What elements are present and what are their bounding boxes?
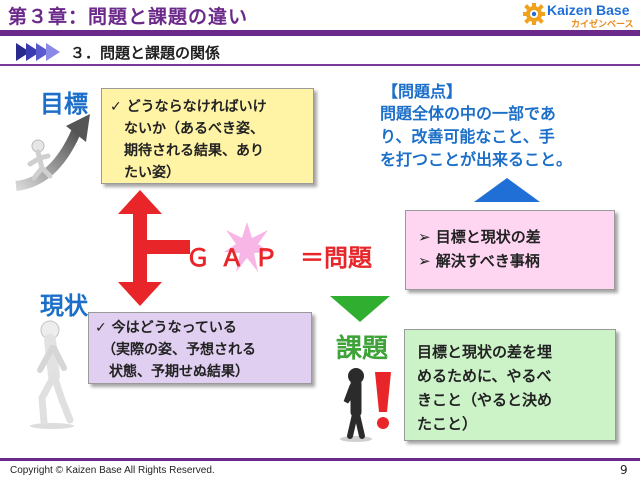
task-definition-line: きこと（やると決め	[417, 391, 553, 409]
gear-logo-icon	[523, 3, 545, 25]
goal-line: ないか（あるべき姿、	[110, 121, 264, 137]
section-arrow-icon	[16, 43, 60, 61]
stair-climber-icon	[15, 114, 90, 191]
problem-point-line: を打つことが出来ること。	[380, 150, 573, 169]
problem-point-line: 問題全体の中の一部であ	[380, 104, 556, 123]
page-title: 第３章：問題と課題の違い	[8, 6, 249, 28]
task-label: 課題	[336, 334, 389, 364]
down-triangle-icon	[330, 296, 390, 322]
goal-description-box: ✓ どうならなければいけ ないか（あるべき姿、 期待される結果、あり たい姿）	[101, 88, 314, 184]
problem-point-body: 問題全体の中の一部であ り、改善可能なこと、手 を打つことが出来ること。	[380, 102, 638, 171]
goal-line: ✓ どうならなければいけ	[110, 99, 267, 115]
goal-label: 目標	[40, 90, 88, 118]
header-bar	[0, 30, 640, 36]
current-state-label: 現状	[40, 292, 88, 320]
goal-line: 期待される結果、あり	[110, 143, 264, 159]
logo-sub-text: カイゼンベース	[571, 20, 634, 30]
task-definition-line: たこと）	[417, 415, 478, 433]
task-definition-line: めるために、やるべ	[417, 367, 552, 385]
copyright-text: Copyright © Kaizen Base All Rights Reser…	[10, 465, 215, 476]
problem-point-title: 【問題点】	[382, 82, 463, 101]
equals-problem-text: ＝問題	[300, 244, 372, 272]
walker-icon	[30, 320, 74, 429]
current-state-line: （実際の姿、予想される	[95, 342, 256, 358]
problem-point-line: り、改善可能なこと、手	[380, 127, 555, 146]
problem-definition-line: ➢ 解決すべき事柄	[418, 252, 540, 270]
exclamation-icon	[375, 372, 391, 429]
goal-line: たい姿）	[110, 165, 180, 181]
section-heading: ３．問題と課題の関係	[70, 44, 221, 62]
current-state-line: 状態、予期せぬ結果）	[95, 364, 249, 380]
task-definition-box: 目標と現状の差を埋 めるために、やるべ きこと（やると決め たこと）	[404, 329, 616, 441]
gap-text: ＧＡＰ	[186, 244, 288, 272]
problem-definition-line: ➢ 目標と現状の差	[418, 228, 541, 246]
current-state-box: ✓ 今はどうなっている （実際の姿、予想される 状態、予期せぬ結果）	[88, 312, 312, 384]
problem-definition-box: ➢ 目標と現状の差 ➢ 解決すべき事柄	[405, 210, 615, 290]
current-state-line: ✓ 今はどうなっている	[95, 320, 237, 336]
kaizen-base-logo: Kaizen Base カイゼンベース	[523, 2, 635, 30]
section-divider	[0, 64, 640, 66]
up-triangle-icon	[474, 178, 540, 202]
gap-double-arrow-icon	[118, 190, 190, 306]
page-number: 9	[620, 463, 628, 477]
logo-main-text: Kaizen Base	[547, 2, 630, 18]
gap-burst-icon	[224, 222, 270, 272]
footer-bar	[0, 458, 640, 461]
task-definition-line: 目標と現状の差を埋	[417, 343, 553, 361]
thinker-icon	[340, 368, 372, 442]
